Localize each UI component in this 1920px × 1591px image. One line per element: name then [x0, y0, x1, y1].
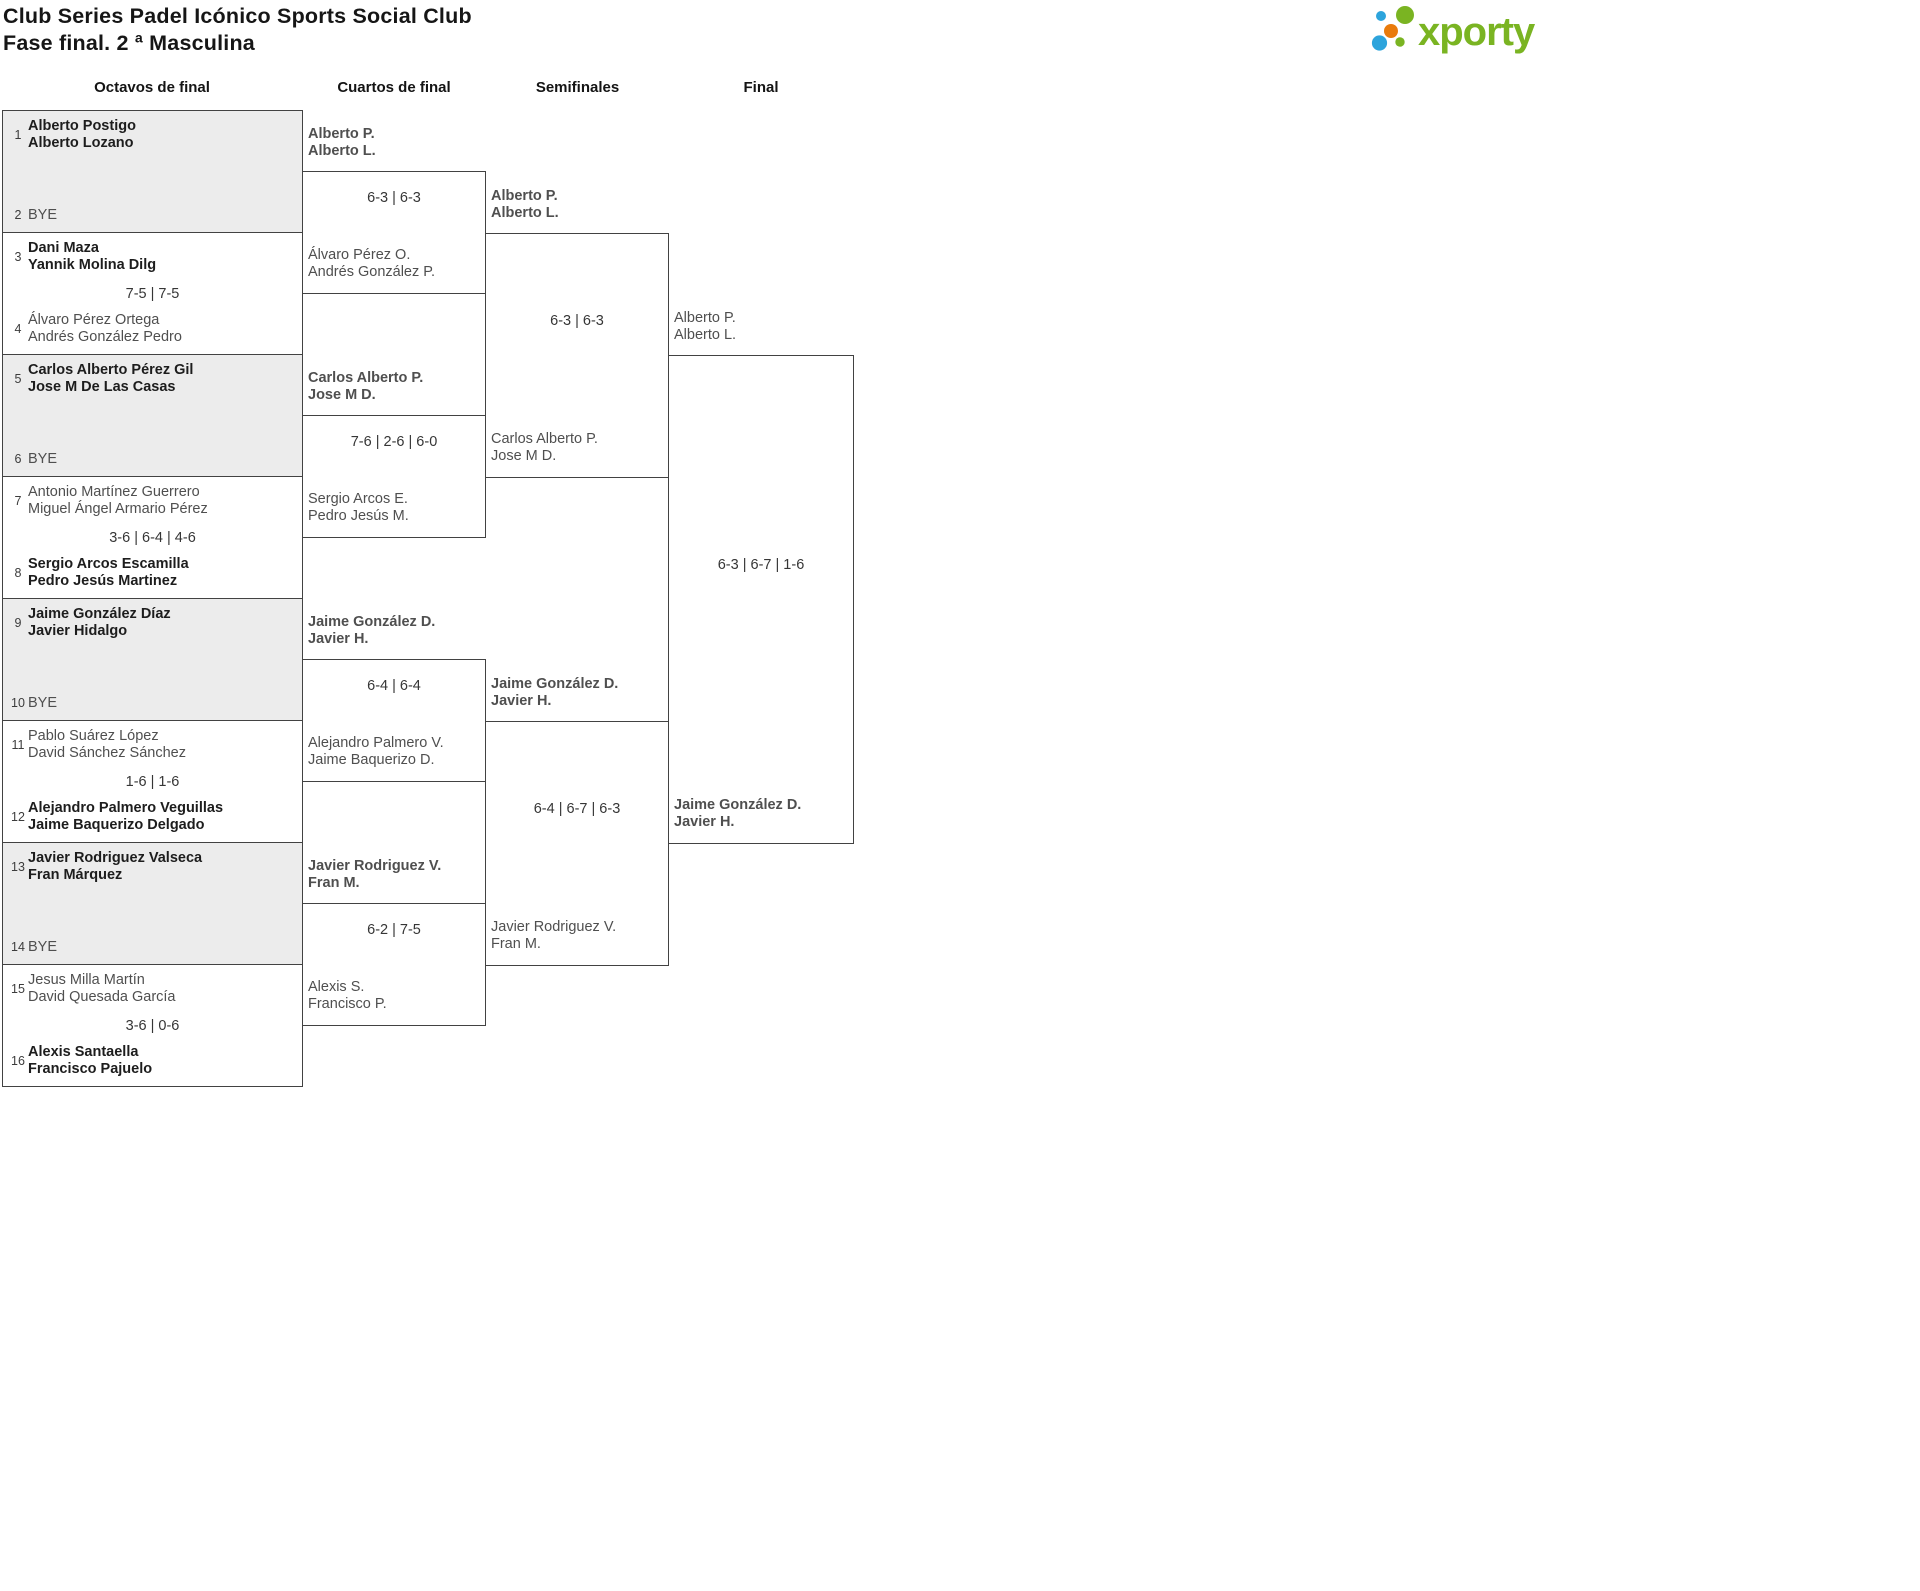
- seed-number: 9: [14, 615, 22, 630]
- xporty-logo[interactable]: xporty: [1368, 5, 1920, 65]
- seed-number: 12: [11, 809, 25, 824]
- team-name: Alberto P.Alberto L.: [308, 126, 376, 159]
- match-score: 7-5 | 7-5: [125, 285, 180, 302]
- team-slot: 10 BYE: [6, 695, 299, 712]
- seed-number: 14: [11, 939, 25, 954]
- seed-number: 7: [14, 493, 22, 508]
- xporty-logo-text: xporty: [1418, 10, 1535, 54]
- team-name: Sergio Arcos E.Pedro Jesús M.: [308, 491, 409, 524]
- team-name: Carlos Alberto P.Jose M D.: [491, 431, 598, 464]
- match-score: 6-4 | 6-7 | 6-3: [533, 800, 621, 817]
- team-slot: 14 BYE: [6, 939, 299, 956]
- phase-subtitle: Fase final. 2 ª Masculina: [3, 31, 255, 55]
- team-name: Alberto P.Alberto L.: [491, 188, 559, 221]
- match-score: 6-3 | 6-7 | 1-6: [717, 556, 805, 573]
- column-header-final: Final: [743, 79, 779, 96]
- column-header-semifinales: Semifinales: [535, 79, 620, 96]
- team-name: BYE: [28, 694, 58, 711]
- team-name: Álvaro Pérez O.Andrés González P.: [308, 247, 436, 280]
- team-name: BYE: [28, 938, 58, 955]
- match-score: 6-3 | 6-3: [550, 312, 604, 329]
- column-header-octavos: Octavos de final: [94, 79, 210, 96]
- match-score: 7-6 | 2-6 | 6-0: [350, 433, 438, 450]
- team-slot: 6 BYE: [6, 451, 299, 468]
- page-title: Club Series Padel Icónico Sports Social …: [3, 3, 472, 57]
- qf-match-2[interactable]: Carlos Alberto P.Jose M D. 7-6 | 2-6 | 6…: [302, 370, 486, 538]
- sf-match-1[interactable]: Alberto P.Alberto L. 6-3 | 6-3 Carlos Al…: [485, 188, 669, 478]
- seed-number: 11: [11, 737, 25, 752]
- seed-number: 13: [11, 859, 25, 874]
- seed-number: 10: [11, 695, 25, 710]
- sf-match-2[interactable]: Jaime González D.Javier H. 6-4 | 6-7 | 6…: [485, 676, 669, 966]
- tournament-title: Club Series Padel Icónico Sports Social …: [3, 4, 472, 28]
- qf-match-4[interactable]: Javier Rodriguez V.Fran M. 6-2 | 7-5 Ale…: [302, 858, 486, 1026]
- team-name: Jaime González D.Javier H.: [491, 676, 619, 709]
- team-name: Carlos Alberto P.Jose M D.: [308, 370, 424, 403]
- seed-number: 16: [11, 1053, 25, 1068]
- seed-number: 15: [11, 981, 25, 996]
- team-name: Jaime González D.Javier H.: [674, 797, 802, 830]
- team-name: Alberto P.Alberto L.: [674, 310, 737, 343]
- match-score: 6-4 | 6-4: [367, 677, 421, 694]
- column-header-cuartos: Cuartos de final: [337, 79, 451, 96]
- seed-number: 2: [14, 207, 22, 222]
- team-name: Javier Rodriguez V.Fran M.: [308, 858, 442, 891]
- seed-number: 4: [14, 321, 22, 336]
- seed-number: 3: [14, 249, 22, 264]
- match-score: 6-2 | 7-5: [367, 921, 421, 938]
- team-name: Alejandro Palmero V.Jaime Baquerizo D.: [308, 735, 444, 768]
- match-score: 6-3 | 6-3: [367, 189, 421, 206]
- team-name: Jaime González D.Javier H.: [308, 614, 436, 647]
- qf-match-1[interactable]: Alberto P.Alberto L. 6-3 | 6-3 Álvaro Pé…: [302, 126, 486, 294]
- seed-number: 5: [14, 371, 22, 386]
- team-name: BYE: [28, 206, 58, 223]
- team-name: BYE: [28, 450, 58, 467]
- team-name: Alexis S.Francisco P.: [308, 979, 387, 1012]
- seed-number: 8: [14, 565, 22, 580]
- seed-number: 6: [14, 451, 22, 466]
- team-slot: 2 BYE: [6, 207, 299, 224]
- team-name: Javier Rodriguez V.Fran M.: [491, 919, 617, 952]
- xporty-logo-dots-icon: [1371, 6, 1414, 51]
- seed-number: 1: [14, 127, 22, 142]
- final-match[interactable]: Alberto P.Alberto L. 6-3 | 6-7 | 1-6 Jai…: [668, 310, 854, 844]
- match-score: 1-6 | 1-6: [125, 773, 180, 790]
- match-score: 3-6 | 0-6: [125, 1017, 180, 1034]
- match-score: 3-6 | 6-4 | 4-6: [109, 529, 196, 546]
- qf-match-3[interactable]: Jaime González D.Javier H. 6-4 | 6-4 Ale…: [302, 614, 486, 782]
